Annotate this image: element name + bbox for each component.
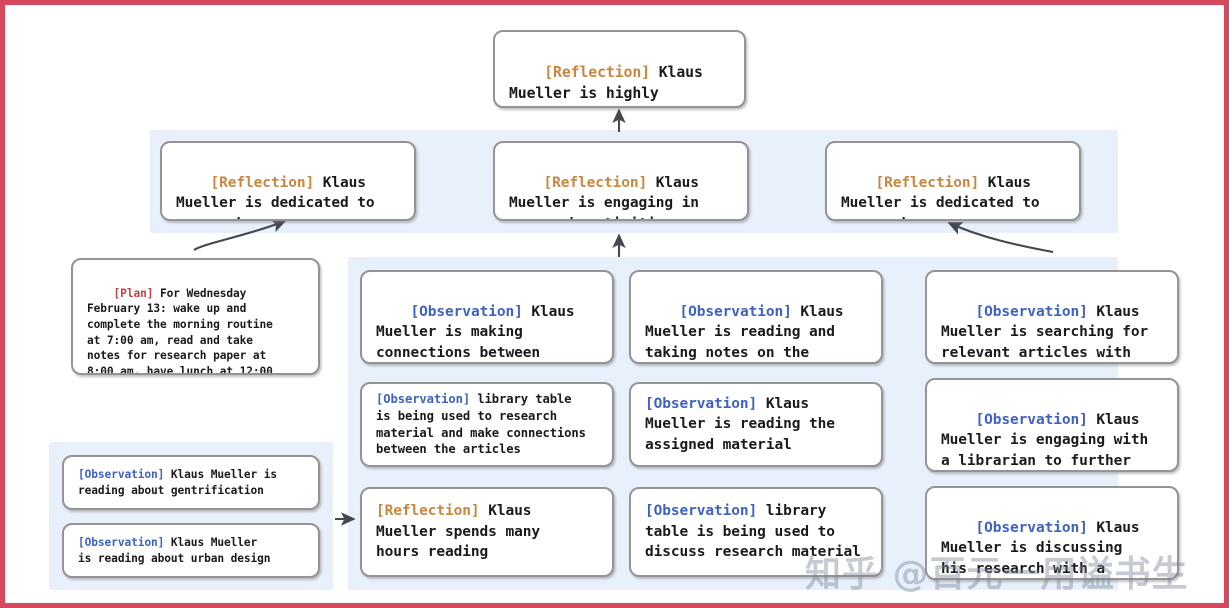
node-content: [Observation] Klaus Mueller is reading a… [78, 535, 271, 566]
node-plan[interactable]: [Plan] For Wednesday February 13: wake u… [71, 258, 320, 375]
node-text: Klaus Mueller is dedicated to research [176, 174, 375, 219]
node-tag-observation: [Observation] [975, 411, 1088, 428]
node-tag-observation: [Observation] [410, 303, 523, 320]
node-text: Klaus Mueller is searching for relevant … [941, 303, 1149, 361]
node-text: Klaus Mueller is engaging in research ac… [509, 174, 699, 219]
node-tag-observation: [Observation] [78, 535, 165, 549]
node-tag-observation: [Observation] [645, 395, 758, 412]
node-tag-observation: [Observation] [78, 467, 165, 481]
node-tag-observation: [Observation] [376, 392, 471, 407]
node-tag-observation: [Observation] [679, 303, 792, 320]
node-observation-c3-r2[interactable]: [Observation] Klaus Mueller is engaging … [925, 378, 1179, 472]
node-reflection-right[interactable]: [Reflection] Klaus Mueller is dedicated … [825, 141, 1081, 221]
node-text: Klaus Mueller spends many hours reading [376, 503, 540, 561]
node-observation-c3-r3[interactable]: [Observation] Klaus Mueller is discussin… [925, 486, 1179, 580]
node-tag-reflection: [Reflection] [210, 174, 315, 191]
node-text: For Wednesday February 13: wake up and c… [87, 286, 273, 375]
node-reflection-c1-r3[interactable]: [Reflection] Klaus Mueller spends many h… [360, 487, 614, 577]
node-tag-observation: [Observation] [645, 503, 758, 520]
node-observation-c1-r1[interactable]: [Observation] Klaus Mueller is making co… [360, 270, 614, 364]
node-reflection-left[interactable]: [Reflection] Klaus Mueller is dedicated … [160, 141, 416, 221]
node-observation-bottom-left-1[interactable]: [Observation] Klaus Mueller is reading a… [62, 455, 320, 510]
node-observation-bottom-left-2[interactable]: [Observation] Klaus Mueller is reading a… [62, 523, 320, 578]
node-text: Klaus Mueller is discussing his research… [941, 519, 1140, 577]
node-tag-reflection: [Reflection] [543, 174, 648, 191]
node-content: [Observation] library table is being use… [645, 501, 861, 563]
node-observation-c1-r2[interactable]: [Observation] library table is being use… [360, 382, 614, 467]
node-tag-reflection: [Reflection] [544, 64, 650, 81]
watermark-text: 知乎 @百元一用谥书生 [805, 554, 1189, 595]
node-content: [Observation] library table is being use… [376, 391, 586, 457]
node-text: Klaus Mueller is reading about urban des… [78, 535, 271, 565]
node-observation-c2-r1[interactable]: [Observation] Klaus Mueller is reading a… [629, 270, 883, 364]
node-text: library table is being used to discuss r… [645, 503, 861, 561]
node-text: Klaus Mueller is reading the assigned ma… [645, 395, 835, 453]
node-content: [Reflection] Klaus Mueller spends many h… [376, 501, 540, 563]
node-text: library table is being used to research … [376, 392, 586, 457]
node-tag-reflection: [Reflection] [376, 503, 480, 520]
node-text: Klaus Mueller is highly dedicated to res… [509, 64, 703, 102]
node-content: [Observation] Klaus Mueller is reading a… [78, 467, 277, 498]
node-observation-c3-r1[interactable]: [Observation] Klaus Mueller is searching… [925, 270, 1179, 364]
node-text: Klaus Mueller is making connections betw… [376, 303, 575, 361]
node-content: [Observation] Klaus Mueller is reading t… [645, 394, 835, 456]
node-tag-observation: [Observation] [975, 519, 1088, 536]
node-top-reflection[interactable]: [Reflection] Klaus Mueller is highly ded… [493, 30, 746, 108]
node-text: Klaus Mueller is engaging with a librari… [941, 411, 1149, 469]
node-observation-c2-r3[interactable]: [Observation] library table is being use… [629, 487, 883, 577]
node-reflection-mid[interactable]: [Reflection] Klaus Mueller is engaging i… [493, 141, 749, 221]
node-text: Klaus Mueller is dedicated to research [841, 174, 1040, 219]
node-observation-c2-r2[interactable]: [Observation] Klaus Mueller is reading t… [629, 382, 883, 467]
node-text: Klaus Mueller is reading and taking note… [645, 303, 844, 361]
node-tag-observation: [Observation] [975, 303, 1088, 320]
node-tag-reflection: [Reflection] [875, 174, 980, 191]
node-text: Klaus Mueller is reading about gentrific… [78, 467, 278, 497]
node-tag-plan: [Plan] [113, 286, 154, 300]
